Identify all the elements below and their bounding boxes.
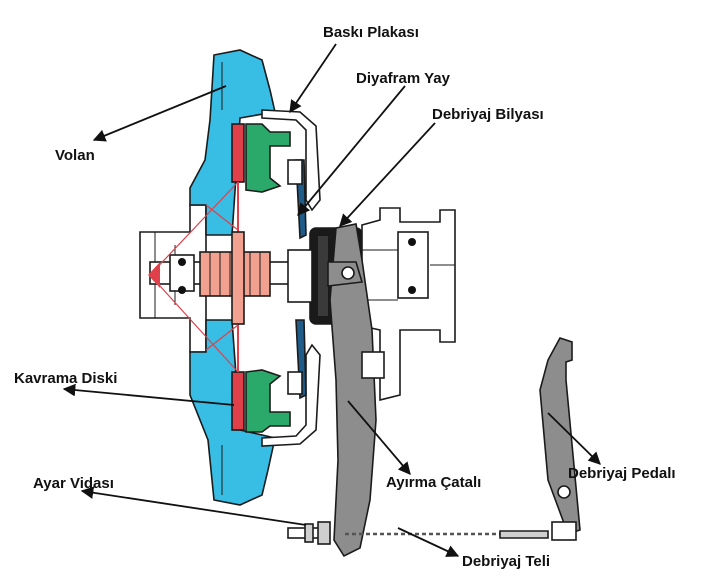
- friction-linings: [231, 123, 245, 431]
- arrow-ayirma-catali: [347, 400, 411, 475]
- label-volan: Volan: [55, 147, 95, 164]
- arrow-diyafram-yay: [297, 85, 406, 216]
- arrow-debriyaj-teli: [397, 527, 460, 557]
- clutch-pedal: [539, 337, 581, 541]
- release-fork: [327, 223, 385, 558]
- label-debriyaj-pedali: Debriyaj Pedalı: [568, 465, 676, 482]
- label-ayirma-catali: Ayırma Çatalı: [386, 474, 481, 491]
- label-kavrama-diski: Kavrama Diski: [14, 370, 117, 387]
- arrow-debriyaj-bilyasi: [339, 122, 436, 227]
- label-debriyaj-teli: Debriyaj Teli: [462, 553, 550, 570]
- arrow-debriyaj-pedali: [547, 412, 601, 465]
- label-arrows: [62, 43, 601, 557]
- pressure-plate: [245, 123, 291, 433]
- label-diyafram-yay: Diyafram Yay: [356, 70, 451, 87]
- clutch-cable: [345, 530, 549, 539]
- adjustment-screw: [287, 521, 331, 545]
- diaphragm-spring: [287, 159, 307, 400]
- disc-hub-lines: [149, 181, 239, 373]
- arrow-kavrama-diski: [62, 383, 235, 406]
- label-ayar-vidasi: Ayar Vidası: [33, 475, 114, 492]
- arrow-baski-plakasi: [289, 43, 337, 114]
- arrow-volan: [92, 85, 227, 142]
- label-debriyaj-bilyasi: Debriyaj Bilyası: [432, 106, 544, 123]
- label-baski-plakasi: Baskı Plakası: [323, 24, 419, 41]
- arrow-ayar-vidasi: [80, 486, 307, 526]
- gearbox-housing: [361, 207, 456, 402]
